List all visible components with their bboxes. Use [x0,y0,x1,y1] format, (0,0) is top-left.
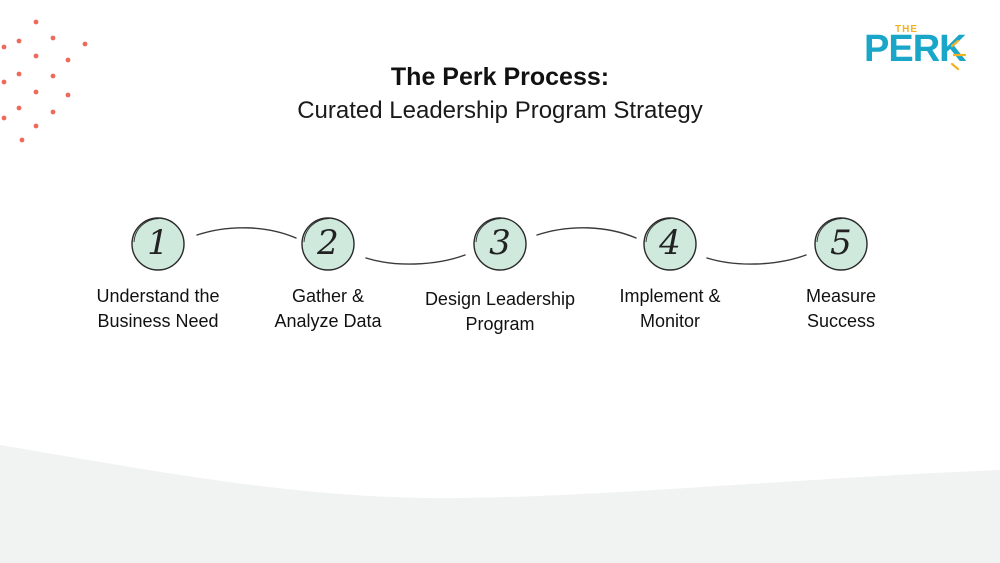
logo-small-text: THE [895,24,918,35]
step-3-label: Design Leadership Program [424,289,576,334]
step-2-label: Gather & Analyze Data [274,286,382,331]
red-dot-pattern [1,19,88,143]
step-2-circle: 2 [300,216,356,272]
step-3-circle: 3 [472,216,528,272]
step-5-label: Measure Success [805,286,877,331]
step-1-circle: 1 [130,216,186,272]
step-1-label: Understand the Business Need [96,286,220,331]
step-3-number: 3 [489,223,511,263]
step-5-number: 5 [830,223,852,263]
step-2-number: 2 [317,223,339,263]
step-5-circle: 5 [813,216,869,272]
logo-brand-text: PERK [864,28,967,70]
page-title: The Perk Process: [390,63,610,91]
step-4-number: 4 [659,223,681,263]
sun-rays-icon [950,39,967,71]
step-4-label: Implement & Monitor [619,286,721,331]
connector-2-3 [365,254,466,265]
step-1-number: 1 [147,223,169,263]
connector-1-2 [196,227,297,239]
step-4-circle: 4 [642,216,698,272]
page-subtitle: Curated Leadership Program Strategy [297,97,703,124]
connector-3-4 [536,227,637,239]
connector-4-5 [706,254,807,265]
